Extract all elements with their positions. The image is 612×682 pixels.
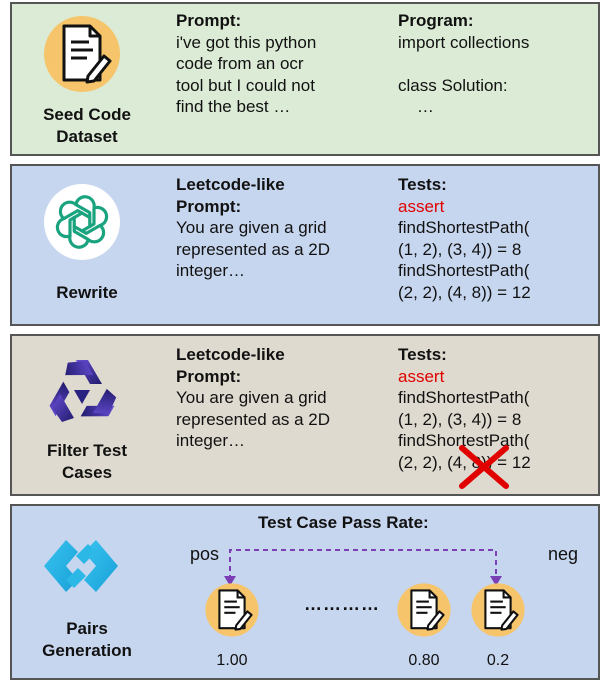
pairs-generation-panel: Pairs Generation Test Case Pass Rate: po… [10,504,600,680]
document-pencil-icon [471,583,525,637]
prompt-block: Leetcode-like Prompt: You are given a gr… [176,174,386,282]
prompt-line: integer… [176,261,245,280]
test-line: findShortestPath( [398,261,530,280]
prompt-block: Leetcode-like Prompt: You are given a gr… [176,344,386,452]
prompt-line: You are given a grid [176,388,327,407]
panel-label: Pairs Generation [12,618,162,662]
program-block: Program: import collections class Soluti… [398,10,598,118]
prompt-heading-line1: Leetcode-like [176,345,285,364]
cross-out-x-icon [459,445,509,489]
panel-label-line2: Cases [61,463,113,482]
rewrite-panel: Rewrite Leetcode-like Prompt: You are gi… [10,164,600,326]
panel-label: Seed Code Dataset [43,105,131,146]
prompt-line: tool but I could not [176,75,315,95]
prompt-heading-line1: Leetcode-like [176,175,285,194]
program-line-blank [398,53,598,75]
pass-rate-value: 1.00 [216,652,248,669]
qwen-logo-icon [49,360,117,422]
program-line: class Solution: [398,75,508,95]
document-pencil-icon [397,583,451,637]
pass-rate-value: 0.2 [486,652,510,669]
pairs-link-icon [44,540,118,592]
prompt-line: find the best … [176,97,291,116]
prompt-line: You are given a grid [176,218,327,237]
panel-label: Rewrite [56,283,118,302]
test-line: (2, 2), (4, 8)) = 12 [398,282,531,302]
assert-keyword: assert [398,366,445,386]
prompt-line: represented as a 2D [176,239,331,259]
ellipsis-dots: ………… [304,594,380,614]
document-pencil-icon [205,583,259,637]
pass-rate-value: 0.80 [408,652,440,669]
panel-label-line1: Pairs [66,619,108,638]
pass-rate-title: Test Case Pass Rate: [258,513,429,532]
tests-block: Tests: assert findShortestPath( (1, 2), … [398,174,598,303]
test-line: (1, 2), (3, 4)) = 8 [398,409,522,429]
prompt-heading: Prompt: [176,11,242,30]
panel-label: Filter Test Cases [12,440,162,484]
assert-keyword: assert [398,196,445,216]
program-heading: Program: [398,11,474,30]
test-line: findShortestPath( [398,431,530,450]
program-line: … [398,97,434,116]
panel-label-line1: Filter Test [47,441,127,460]
tests-heading: Tests: [398,175,447,194]
test-line: findShortestPath( [398,218,530,237]
prompt-heading-line2: Prompt: [176,196,242,216]
prompt-heading-line2: Prompt: [176,366,242,386]
prompt-line: code from an ocr [176,54,304,73]
prompt-line: represented as a 2D [176,409,331,429]
openai-logo-icon [44,184,120,260]
program-line: import collections [398,32,530,52]
panel-label-line2: Generation [42,641,132,660]
pos-label: pos [190,544,220,564]
prompt-block: Prompt: i've got this python code from a… [176,10,386,118]
test-line: findShortestPath( [398,388,530,407]
seed-code-dataset-panel: Seed Code Dataset Prompt: i've got this … [10,2,600,156]
document-pencil-icon [44,16,120,92]
tests-heading: Tests: [398,345,447,364]
test-line: (1, 2), (3, 4)) = 8 [398,239,522,259]
neg-label: neg [548,544,579,564]
pos-neg-connector-arrow [224,549,502,586]
filter-test-cases-panel: Filter Test Cases Leetcode-like Prompt: … [10,334,600,496]
prompt-line: integer… [176,431,245,450]
prompt-line: i've got this python [176,32,317,52]
